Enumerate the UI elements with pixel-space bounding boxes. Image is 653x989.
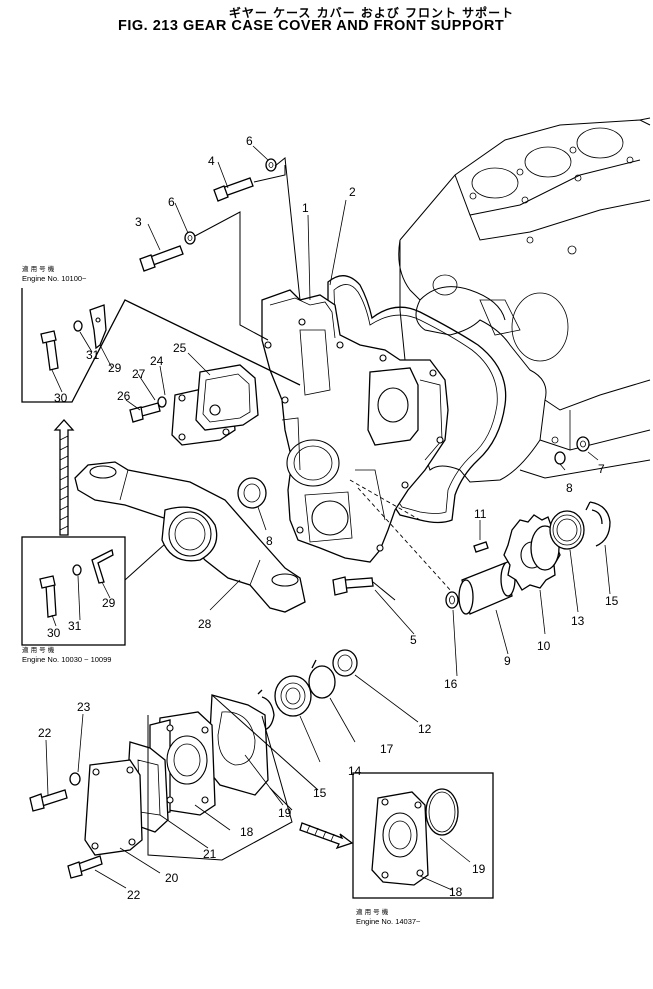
washer-31-upper (73, 320, 83, 332)
nut-7 (576, 436, 590, 452)
callout-8-left: 8 (266, 534, 273, 548)
callout-30-upper: 30 (54, 391, 68, 405)
detail-box-lower (21, 536, 126, 646)
callout-6-upper: 6 (246, 134, 253, 148)
callout-27: 27 (132, 367, 146, 381)
callout-18: 18 (240, 825, 254, 839)
note-applicability-lower: Engine No. 10030 ~ 10099 (22, 655, 111, 664)
callout-15-lower: 15 (313, 786, 327, 800)
replacement-arrow-up (53, 419, 75, 536)
washer-27 (157, 396, 167, 408)
callout-14: 14 (348, 764, 362, 778)
gasket-19 (207, 694, 269, 796)
callout-6-lower: 6 (168, 195, 175, 209)
detail-box-bottom-right (352, 772, 494, 899)
washer-31-lower (72, 564, 82, 576)
callout-20: 20 (165, 871, 179, 885)
bearing-13 (549, 510, 585, 550)
callout-9: 9 (504, 654, 511, 668)
callout-24: 24 (150, 354, 164, 368)
title-japanese: ギヤー ケース カバー および フロント サポート (228, 6, 515, 20)
callout-11: 11 (474, 507, 487, 521)
callout-22-upper: 22 (38, 726, 52, 740)
o-ring-19-alt (425, 788, 459, 836)
callout-26: 26 (117, 389, 131, 403)
oil-seal-12 (332, 649, 358, 677)
callout-13: 13 (571, 614, 585, 628)
figure-title: FIG. 213 GEAR CASE COVER AND FRONT SUPPO… (118, 18, 505, 34)
callout-28: 28 (198, 617, 212, 631)
callout-15-right: 15 (605, 594, 619, 608)
bearing-14 (274, 675, 312, 717)
callout-3: 3 (135, 215, 142, 229)
callout-10: 10 (537, 639, 551, 653)
callout-17: 17 (380, 742, 394, 756)
bolt-30-lower (39, 575, 57, 618)
washer-8-right (554, 451, 566, 465)
callout-23: 23 (77, 700, 91, 714)
snap-ring-15-lower (257, 689, 275, 731)
callout-16: 16 (444, 677, 458, 691)
note-applicability-right-jp: 適 用 号 機 (356, 907, 389, 916)
bolt-4 (213, 177, 254, 202)
callout-22-lower: 22 (127, 888, 141, 902)
callout-31-lower: 31 (68, 619, 82, 633)
callout-25: 25 (173, 341, 187, 355)
callout-12: 12 (418, 722, 432, 736)
cover-20 (84, 759, 143, 856)
callout-18-alt: 18 (449, 885, 463, 899)
note-applicability-upper-jp: 適 用 号 機 (22, 264, 55, 273)
seal-16 (445, 591, 459, 609)
callout-7: 7 (598, 462, 605, 476)
bolt-22-upper (29, 789, 68, 812)
gear-case-cover (261, 289, 449, 563)
note-applicability-right: Engine No. 14037~ (356, 917, 421, 926)
bolt-5 (332, 576, 374, 596)
replacement-arrow-right (299, 822, 354, 850)
oil-seal-8-left (237, 477, 267, 509)
leader-lines (45, 145, 611, 891)
gasket (327, 275, 507, 524)
key-11 (473, 541, 489, 553)
callout-4: 4 (208, 154, 215, 168)
callout-8-right: 8 (566, 481, 573, 495)
callout-30-lower: 30 (47, 626, 61, 640)
detail-box-upper-outline (21, 288, 301, 403)
bracket-29-lower (91, 549, 114, 584)
snap-ring-17 (308, 659, 336, 699)
callout-21: 21 (203, 847, 217, 861)
callout-5: 5 (410, 633, 417, 647)
washer-6-lower (184, 231, 196, 245)
bolt-30-upper (40, 330, 59, 371)
callout-29-lower: 29 (102, 596, 116, 610)
callout-19: 19 (278, 806, 292, 820)
note-applicability-lower-jp: 適 用 号 機 (22, 645, 55, 654)
engine-block (398, 117, 651, 483)
note-applicability-upper: Engine No. 10100~ (22, 274, 87, 283)
front-support (74, 461, 306, 613)
callout-29-upper: 29 (108, 361, 122, 375)
callout-1: 1 (302, 201, 309, 215)
snap-ring-15-right (585, 501, 611, 547)
callout-19-alt: 19 (472, 862, 486, 876)
callout-31-upper: 31 (86, 348, 100, 362)
housing-18-alt (371, 791, 429, 886)
callout-2: 2 (349, 185, 356, 199)
washer-6-upper (265, 158, 277, 172)
gasket-25 (195, 364, 259, 431)
bolt-3 (139, 245, 184, 272)
bolt-22-lower (67, 855, 103, 879)
washer-23 (69, 772, 81, 786)
shaft-9 (458, 561, 516, 615)
